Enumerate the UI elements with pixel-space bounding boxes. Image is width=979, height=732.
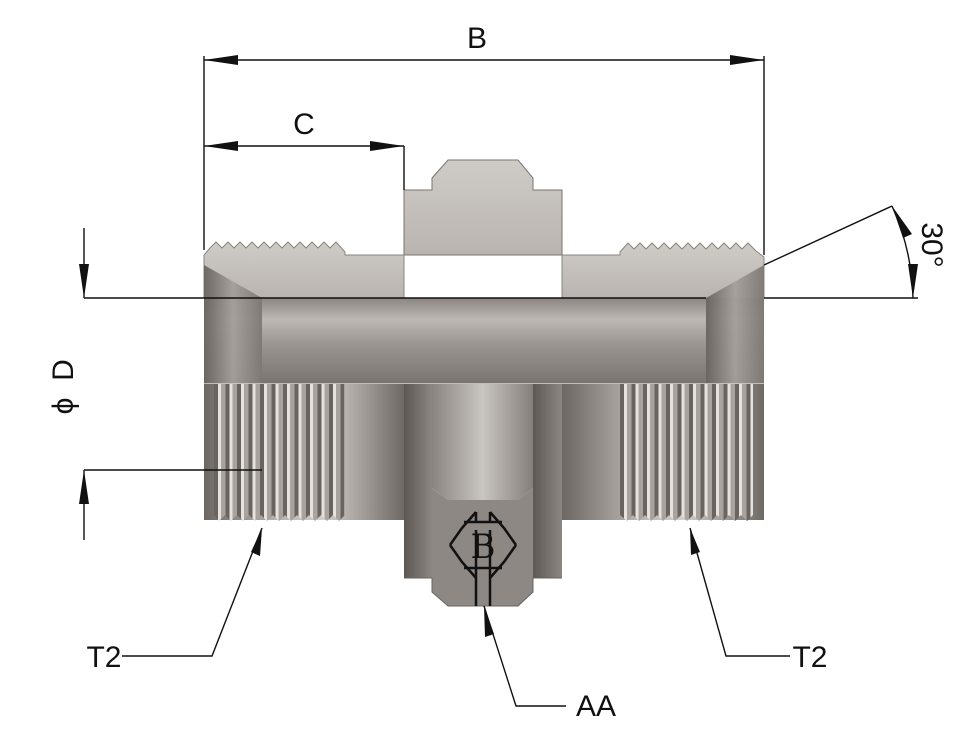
dimension-c: C <box>204 108 405 190</box>
angle-dimension: 30° <box>763 205 948 299</box>
callout-right-thread-label: T2 <box>792 641 827 674</box>
fitting-upper-section <box>203 159 765 385</box>
callout-hex-label: AA <box>576 690 616 723</box>
callout-left-thread: T2 <box>86 527 263 674</box>
right-thread-ridges <box>620 384 753 521</box>
hex-side-left <box>404 384 432 578</box>
logo-letter: B <box>471 527 496 567</box>
hex-top <box>403 159 563 256</box>
diameter-symbol: ϕ <box>47 398 80 415</box>
dimension-b: B <box>203 22 765 255</box>
angle-label: 30° <box>915 222 948 267</box>
dimension-c-label: C <box>293 108 315 141</box>
left-thread-ridges <box>214 384 345 521</box>
left-thread-section <box>203 241 405 299</box>
right-thread-section <box>561 242 765 299</box>
hex-bottom-face <box>432 488 533 606</box>
diameter-label: D <box>47 359 80 381</box>
callout-right-thread: T2 <box>689 527 828 674</box>
dimension-d: ϕ D <box>47 228 706 540</box>
left-bore-chamfer <box>204 265 262 384</box>
fitting-lower-external <box>204 384 764 607</box>
callout-hex: AA <box>483 605 616 723</box>
callout-left-thread-label: T2 <box>86 641 121 674</box>
brand-logo: B <box>448 511 518 606</box>
bore <box>204 298 764 384</box>
dimension-b-label: B <box>467 22 487 55</box>
hex-side-right <box>533 384 562 578</box>
right-bore-chamfer <box>706 265 764 384</box>
hex-face <box>432 384 533 500</box>
